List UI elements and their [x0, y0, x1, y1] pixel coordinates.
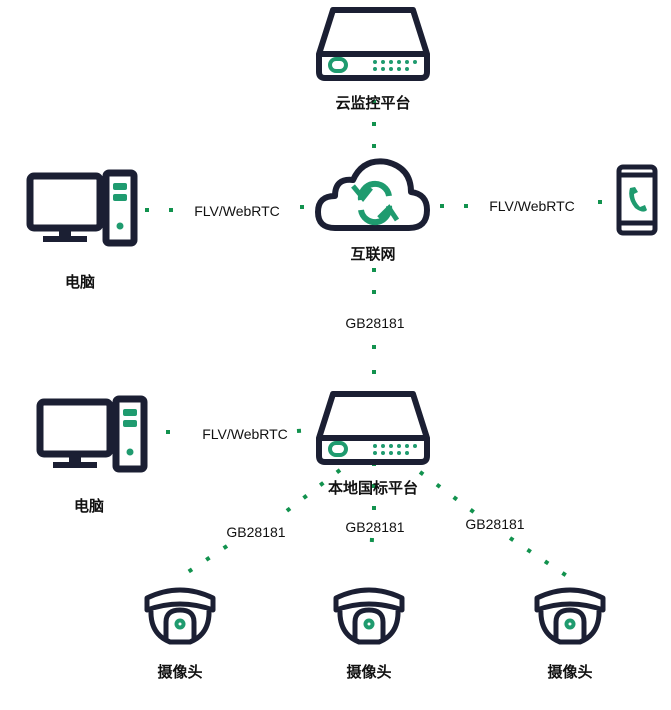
edge-label-pc-bottom-local: FLV/WebRTC: [202, 426, 288, 442]
node-pc-top[interactable]: 电脑: [30, 173, 134, 291]
dome-camera-icon: [336, 590, 402, 642]
node-camera-center[interactable]: 摄像头: [336, 590, 402, 681]
dome-camera-icon: [147, 590, 213, 642]
dome-camera-icon: [537, 590, 603, 642]
cloud-sync-icon: [315, 158, 430, 231]
edge-label-internet-local: GB28181: [345, 315, 404, 331]
edge-label-local-camera-left: GB28181: [226, 524, 285, 540]
node-label: 电脑: [65, 273, 95, 291]
node-label: 本地国标平台: [328, 479, 418, 497]
node-camera-left[interactable]: 摄像头: [147, 590, 213, 681]
node-label: 摄像头: [547, 663, 592, 681]
node-label: 摄像头: [157, 663, 202, 681]
node-local-platform[interactable]: 本地国标平台: [319, 394, 427, 497]
node-pc-bottom[interactable]: 电脑: [40, 399, 144, 515]
connections: [145, 100, 605, 580]
mobile-phone-icon: [616, 164, 658, 236]
desktop-computer-icon: [30, 173, 134, 243]
node-label: 云监控平台: [335, 94, 410, 112]
node-label: 摄像头: [346, 663, 391, 681]
node-label: 电脑: [74, 497, 104, 515]
edge-label-internet-phone: FLV/WebRTC: [489, 198, 575, 214]
edge-local-camera-right: [418, 470, 477, 515]
node-cloud-platform[interactable]: 云监控平台: [319, 10, 427, 112]
edge-local-camera-center-b: [369, 537, 374, 563]
server-icon: [319, 10, 427, 78]
node-internet[interactable]: 互联网: [315, 158, 430, 263]
node-phone[interactable]: [616, 164, 658, 236]
edge-label-local-camera-center: GB28181: [345, 519, 404, 535]
edge-local-camera-right-b: [508, 536, 572, 580]
node-label: 互联网: [350, 245, 395, 263]
edge-label-pc-top-internet: FLV/WebRTC: [194, 203, 280, 219]
node-camera-right[interactable]: 摄像头: [537, 590, 603, 681]
desktop-computer-icon: [40, 399, 144, 469]
server-icon: [319, 394, 427, 462]
edge-local-camera-left-b: [186, 544, 229, 574]
edge-label-local-camera-right: GB28181: [465, 516, 524, 532]
